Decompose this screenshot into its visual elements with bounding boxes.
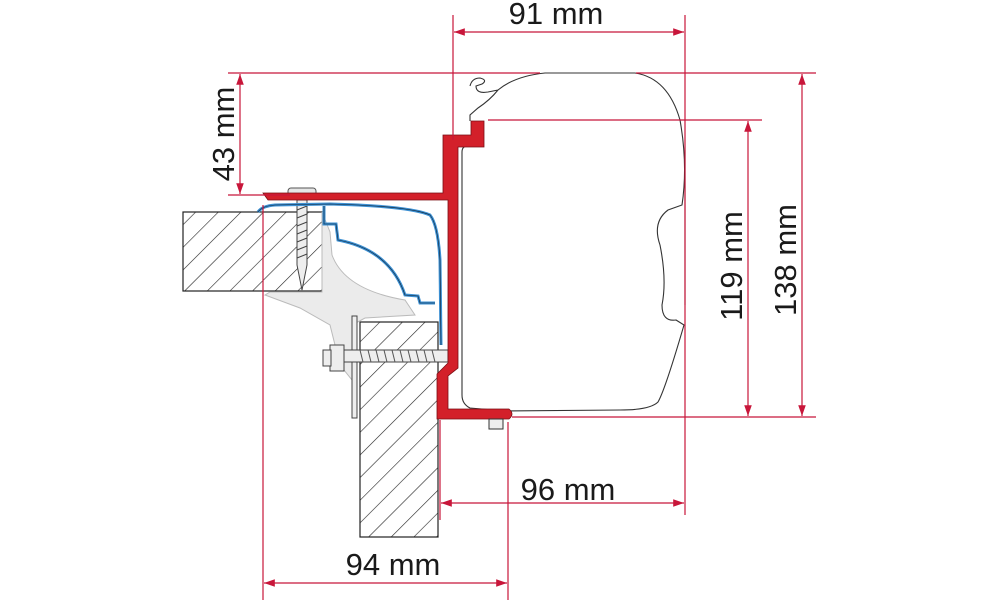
dim-label-138mm: 138 mm	[768, 204, 803, 316]
vehicle-rail-fitting	[263, 211, 416, 387]
adapter-bracket	[262, 120, 513, 420]
awning-cassette	[461, 72, 686, 412]
dim-label-94mm: 94 mm	[346, 547, 441, 582]
cassette-bolt	[488, 418, 504, 430]
dim-label-91mm: 91 mm	[509, 0, 604, 31]
dim-label-119mm: 119 mm	[714, 211, 749, 321]
dim-label-43mm: 43 mm	[206, 87, 241, 182]
dimension-lines	[228, 15, 816, 600]
bolt-and-nut	[322, 315, 449, 419]
dim-label-96mm: 96 mm	[521, 472, 616, 507]
